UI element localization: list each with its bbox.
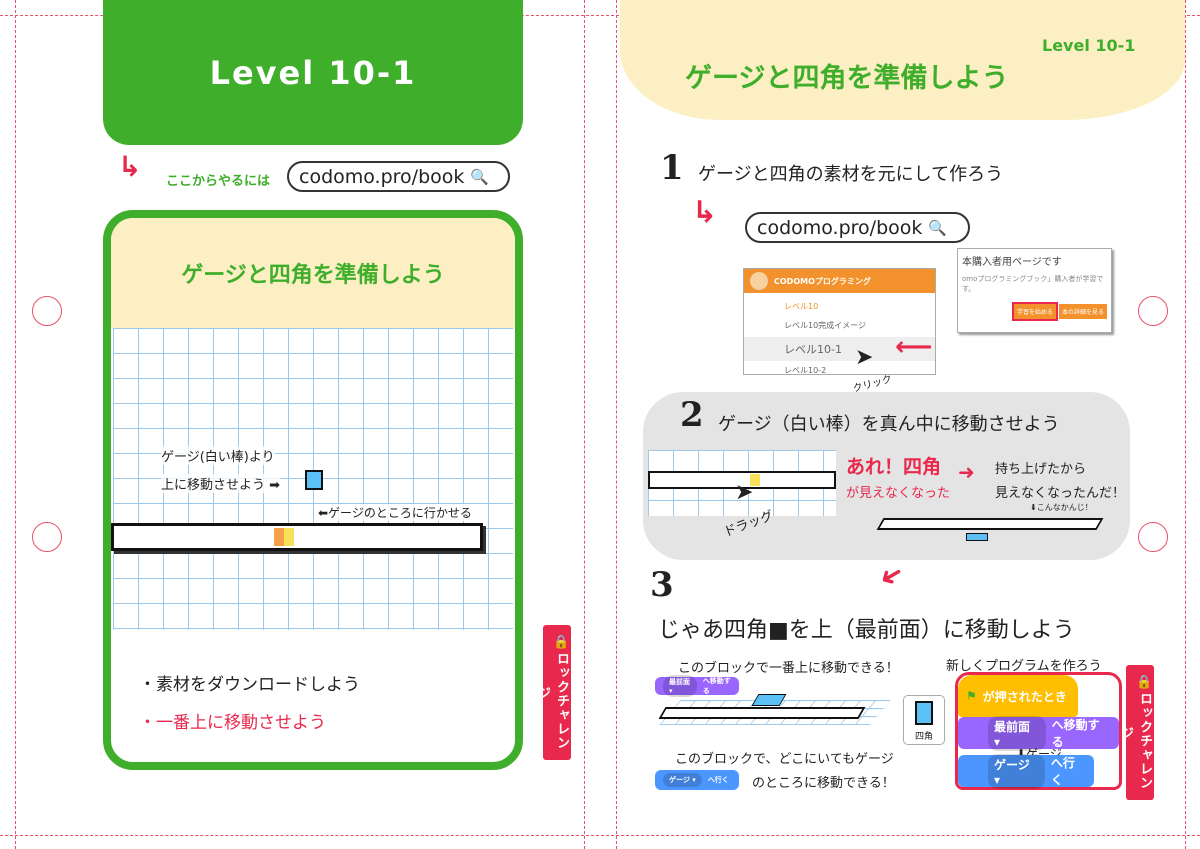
- gauge-3d-illustration: [658, 707, 866, 719]
- trim-line: [0, 835, 1200, 836]
- card-header: ゲージと四角を準備しよう: [111, 218, 515, 328]
- lock-label: ロックチャレンジ: [1118, 691, 1152, 790]
- cursor-icon: ➤: [735, 480, 754, 505]
- gauge-fill: [284, 528, 294, 546]
- program-script: ⚑が押されたとき 最前面 ▾へ移動する ⬇ゲージ ゲージ ▾へ行く: [955, 672, 1122, 790]
- title-cloud: [620, 0, 1185, 120]
- page-title: ゲージと四角を準備しよう: [685, 63, 1009, 94]
- like-this-text: ⬇こんなかんじ！: [1030, 503, 1093, 512]
- tip-text: このブロックで一番上に移動できる！: [678, 661, 899, 676]
- when-flag-clicked-block[interactable]: ⚑ が押されたとき: [958, 675, 1078, 717]
- note-text: 上に移動させよう ➡: [161, 474, 281, 493]
- menu-item[interactable]: レベル10完成イメージ: [784, 321, 867, 330]
- lesson-card: ゲージと四角を準備しよう ゲージ(白い棒)より 上に移動させよう ➡ ⬅ゲージの…: [103, 210, 523, 770]
- step-text: ゲージと四角の素材を元にして作ろう: [698, 164, 1004, 185]
- app-title: CODOMOプログラミング: [774, 276, 871, 286]
- gauge-fill: [750, 474, 760, 486]
- trim-line: [616, 0, 617, 849]
- arrow-icon: ↳: [118, 150, 142, 183]
- note-text: ゲージ(白い棒)より: [161, 446, 275, 465]
- lock-challenge-tag: 🔒ロックチャレンジ: [1118, 665, 1154, 800]
- tip-text: このブロックで、どこにいてもゲージ: [675, 752, 894, 767]
- url-text: codomo.pro/book: [299, 165, 465, 188]
- bullet-item: ・素材をダウンロードしよう: [139, 675, 360, 695]
- oops-text: あれ！四角: [846, 456, 942, 478]
- layer-dropdown[interactable]: 最前面 ▾: [988, 715, 1046, 751]
- step-number: 1: [660, 148, 684, 188]
- gauge-bar: [648, 471, 836, 489]
- block-label: へ移動する: [1051, 718, 1100, 749]
- target-dropdown[interactable]: ゲージ ▾: [663, 773, 702, 787]
- gauge-fill: [274, 528, 284, 546]
- app-screenshot: CODOMOプログラミング レベル10 レベル10完成イメージ レベル10-1 …: [743, 268, 936, 375]
- green-flag-icon: ⚑: [966, 689, 977, 703]
- search-icon: 🔍: [928, 218, 948, 237]
- tip-text: のところに移動できる！: [752, 776, 895, 791]
- lock-label: ロックチャレンジ: [535, 651, 569, 750]
- reason-text: 持ち上げたから: [995, 462, 1087, 477]
- binder-hole: [32, 296, 62, 326]
- note-text: ⬅ゲージのところに行かせる: [318, 504, 472, 521]
- block-label: へ行く: [1050, 756, 1075, 787]
- block-label: が押されたとき: [982, 689, 1067, 704]
- stage-grid: [113, 328, 513, 630]
- url-search-box[interactable]: codomo.pro/book 🔍: [745, 212, 970, 243]
- menu-item-selected[interactable]: レベル10-1: [744, 337, 935, 361]
- start-label: ここからやるには: [166, 174, 271, 189]
- arrow-icon: ⟵: [895, 332, 933, 362]
- block-label: へ移動する: [702, 677, 731, 695]
- lock-icon: 🔒: [554, 635, 569, 652]
- oops-text: が見えなくなった: [846, 486, 951, 501]
- url-text: codomo.pro/book: [757, 216, 923, 239]
- go-to-front-block[interactable]: 最前面 ▾へ移動する: [958, 715, 1119, 751]
- reason-text: 見えなくなったんだ！: [995, 486, 1126, 501]
- sprite-name: 四角: [914, 732, 933, 742]
- arrow-icon: ➜: [958, 460, 975, 484]
- go-to-gauge-block-small[interactable]: ゲージ ▾ へ行く: [655, 770, 739, 790]
- gauge-bar: [111, 523, 483, 551]
- binder-hole: [1138, 296, 1168, 326]
- target-dropdown[interactable]: ゲージ ▾: [988, 753, 1045, 789]
- trim-line: [0, 15, 1200, 16]
- step-text: じゃあ四角■を上（最前面）に移動しよう: [658, 618, 1075, 643]
- step-number: 2: [680, 395, 704, 435]
- trim-line: [1185, 0, 1186, 849]
- lock-icon: 🔒: [1137, 675, 1152, 692]
- dialog-title: 本購入者用ページです: [962, 257, 1062, 268]
- arrow-icon: ➜: [873, 556, 911, 597]
- step-text: ゲージ（白い棒）を真ん中に移動させよう: [718, 414, 1060, 435]
- hidden-square: [966, 533, 988, 541]
- level-label: Level 10-1: [1042, 36, 1136, 55]
- square-sprite: [305, 470, 323, 490]
- block-label: へ行く: [707, 776, 729, 784]
- go-to-front-block-small[interactable]: 最前面 ▾ へ移動する: [655, 675, 739, 697]
- level-title: Level 10-1: [209, 53, 417, 92]
- mascot-icon: [750, 272, 768, 290]
- square-sprite: [915, 701, 933, 725]
- sprite-thumbnail[interactable]: 四角: [903, 695, 945, 745]
- trim-line: [584, 0, 585, 849]
- cursor-icon: ➤: [855, 345, 874, 370]
- new-program-text: 新しくプログラムを作ろう: [946, 659, 1102, 674]
- level-header: Level 10-1: [103, 0, 523, 145]
- gauge-3d-illustration: [876, 518, 1104, 530]
- menu-item[interactable]: レベル10: [784, 302, 819, 311]
- trim-line: [15, 0, 16, 849]
- arrow-icon: ↳: [692, 195, 718, 230]
- go-to-gauge-block[interactable]: ゲージ ▾へ行く: [958, 753, 1094, 789]
- binder-hole: [1138, 522, 1168, 552]
- lock-challenge-tag: 🔒ロックチャレンジ: [535, 625, 571, 760]
- book-details-button[interactable]: 本の詳細を見る: [1058, 304, 1107, 319]
- start-learning-button[interactable]: 学習を始める: [1011, 302, 1058, 321]
- binder-hole: [32, 522, 62, 552]
- dialog-text: omoプログラミングブック」購入者が学習です。: [962, 275, 1104, 293]
- menu-item[interactable]: レベル10-2: [784, 366, 827, 375]
- card-title: ゲージと四角を準備しよう: [181, 263, 445, 288]
- purchase-dialog: 本購入者用ページです omoプログラミングブック」購入者が学習です。 学習を始め…: [957, 248, 1112, 333]
- bullet-item: ・一番上に移動させよう: [139, 713, 326, 733]
- step-number: 3: [650, 565, 674, 605]
- url-search-box[interactable]: codomo.pro/book 🔍: [287, 161, 510, 192]
- layer-dropdown[interactable]: 最前面 ▾: [663, 675, 697, 697]
- search-icon: 🔍: [470, 167, 490, 186]
